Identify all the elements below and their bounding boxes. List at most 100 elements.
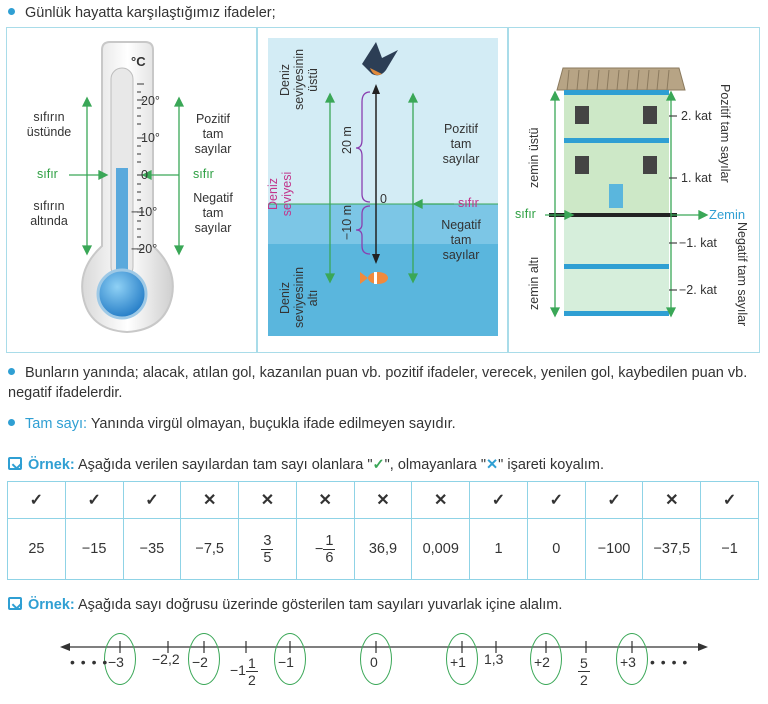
positive-label: Pozitif tam sayılar (194, 112, 232, 156)
number-label: 0 (370, 654, 378, 670)
cross-icon: ✕ (411, 481, 471, 519)
intro-text: Günlük hayatta karşılaştığımız ifadeler; (25, 5, 276, 21)
table-cell: 0 (526, 518, 586, 580)
fraction-denominator: 2 (247, 672, 256, 688)
intro-line: Günlük hayatta karşılaştığımız ifadeler; (8, 3, 276, 23)
sea-illustration (268, 38, 498, 336)
fraction-numerator: 1 (245, 655, 258, 672)
sea-level-label: Deniz seviyesi (266, 171, 294, 217)
check-icon: ✓ (526, 481, 586, 519)
positive-text: Pozitif tam sayılar (718, 84, 732, 183)
table-cell: −37,5 (642, 518, 702, 580)
example-2-heading: Örnek: Aşağıda sayı doğrusu üzerinde gös… (8, 595, 562, 615)
sea-panel: Deniz seviyesinin üstü Deniz seviyesi De… (257, 27, 508, 353)
example-icon (8, 596, 22, 610)
fraction-numerator: 3 (261, 532, 274, 550)
unit-label: °C (131, 54, 146, 69)
example-icon (8, 456, 22, 470)
check-icon: ✓ (122, 481, 182, 519)
floor-label: −2. kat (679, 283, 717, 297)
number-label: −2 (192, 654, 208, 670)
cross-icon: ✕ (642, 481, 702, 519)
definition-term: Tam sayı: (25, 416, 88, 432)
above-zero-label: sıfırın üstünde (26, 110, 72, 139)
tick-label: 20° (141, 94, 160, 108)
table-cell: −1 (700, 518, 759, 580)
fraction-denominator: 6 (325, 549, 334, 566)
tick-label: 10° (141, 131, 160, 145)
example-text: ", olmayanlara " (384, 457, 487, 473)
paragraph-positive-negative: Bunların yanında; alacak, atılan gol, ka… (8, 363, 760, 403)
check-icon: ✓ (584, 481, 644, 519)
example-text: Aşağıda verilen sayılardan tam sayı olan… (74, 457, 373, 473)
ground-label: Zemin (709, 207, 746, 222)
mixed-whole: −1 (230, 662, 246, 679)
building-panel: zemin üstü zemin altı sıfır Zemin 2. kat… (508, 27, 760, 353)
number-label: +2 (534, 654, 550, 670)
bullet-icon (8, 418, 15, 426)
check-icon: ✓ (469, 481, 528, 519)
fish-icon (360, 272, 388, 284)
floor-label: −1. kat (679, 236, 717, 250)
number-label: −3 (108, 654, 124, 670)
number-label: +1 (450, 654, 466, 670)
above-ground-label: zemin üstü (527, 127, 541, 188)
example-text: " işareti koyalım. (498, 457, 605, 473)
zero-label: sıfır (37, 167, 58, 181)
table-cell: 36,9 (353, 518, 413, 580)
fraction-numerator: 1 (323, 532, 336, 550)
below-zero-label: sıfırın altında (30, 199, 68, 228)
zero-label: sıfır (458, 196, 479, 210)
ellipsis-right: • • • • (650, 654, 689, 670)
number-label: 1,3 (484, 651, 504, 667)
cross-icon: ✕ (486, 457, 499, 473)
check-icon: ✓ (372, 457, 385, 473)
table-cell: 1 (469, 518, 528, 580)
table-cell: −100 (584, 518, 644, 580)
ellipsis-left: • • • • (70, 654, 109, 670)
fraction-numerator: 5 (578, 655, 590, 672)
bullet-icon (8, 367, 15, 375)
zero-label: sıfır (193, 167, 214, 181)
down-distance-label: −10 m (340, 204, 354, 240)
example-label: Örnek: (28, 597, 75, 613)
below-sea-label: Deniz seviyesinin altı (278, 266, 320, 328)
integer-ring (616, 633, 648, 685)
table-cell: 0,009 (411, 518, 471, 580)
table-cell: −7,5 (180, 518, 240, 580)
integer-ring (360, 633, 392, 685)
check-icon: ✓ (7, 481, 66, 519)
check-icon: ✓ (700, 481, 759, 519)
up-distance-label: 20 m (340, 126, 354, 154)
tick-label: 0 (141, 168, 148, 182)
zero-label: 0 (380, 192, 387, 206)
number-label: +3 (620, 654, 636, 670)
floor-label: 2. kat (681, 109, 712, 123)
table-row-marks: ✓ ✓ ✓ ✕ ✕ ✕ ✕ ✕ ✓ ✓ ✓ ✕ ✓ (7, 481, 759, 519)
example-text: Aşağıda sayı doğrusu üzerinde gösterilen… (74, 597, 563, 613)
example-label: Örnek: (28, 457, 75, 473)
tick-label: −20° (131, 242, 158, 256)
integer-ring (104, 633, 136, 685)
cross-icon: ✕ (295, 481, 355, 519)
fraction-denominator: 2 (580, 672, 588, 688)
definition-text: Yanında virgül olmayan, buçukla ifade ed… (87, 416, 456, 432)
positive-label: Pozitif tam sayılar (442, 122, 480, 166)
integer-ring (274, 633, 306, 685)
number-label: −1 (278, 654, 294, 670)
below-ground-label: zemin altı (527, 256, 541, 311)
bird-icon (362, 42, 398, 76)
building-illustration (545, 67, 709, 318)
bullet-icon (8, 7, 15, 15)
integer-ring (446, 633, 478, 685)
table-cell: −15 (64, 518, 124, 580)
thermometer-panel: °C 20° 10° 0 −10° −20° sıfırın üstünde s… (6, 27, 257, 353)
negative-label: Negatif tam sayılar (441, 218, 481, 262)
